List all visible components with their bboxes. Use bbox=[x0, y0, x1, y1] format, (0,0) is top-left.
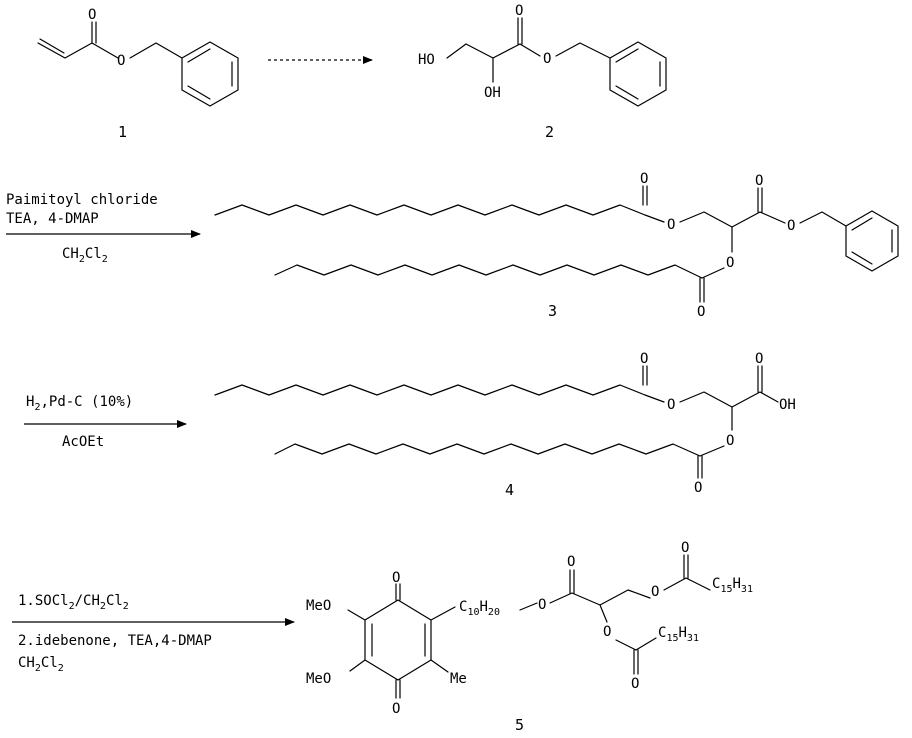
compound-number-3: 3 bbox=[548, 302, 557, 320]
carbonyl-oxygen-label: O bbox=[640, 351, 648, 367]
ester-oxygen-label: O bbox=[787, 218, 795, 234]
methoxy-label: MeO bbox=[306, 671, 331, 687]
solvent-dichloromethane: CH2Cl2 bbox=[62, 246, 108, 265]
compound-number-4: 4 bbox=[505, 481, 514, 499]
solvent-ethyl-acetate: AcOEt bbox=[62, 434, 104, 450]
compound-number-5: 5 bbox=[515, 716, 524, 734]
compound-1-benzyl-acrylate bbox=[37, 21, 239, 107]
decylene-chain-label: C10H20 bbox=[459, 599, 500, 618]
carbonyl-oxygen-label: O bbox=[755, 351, 763, 367]
carbonyl-oxygen-label: O bbox=[681, 540, 689, 556]
quinone-oxygen-label: O bbox=[392, 701, 400, 717]
ester-oxygen-label: O bbox=[651, 584, 659, 600]
methyl-label: Me bbox=[450, 671, 467, 687]
ester-oxygen-label: O bbox=[538, 597, 546, 613]
reagent-idebenone-coupling: 2.idebenone, TEA,4-DMAP bbox=[18, 633, 212, 649]
carbonyl-oxygen-label: O bbox=[88, 7, 96, 23]
carbonyl-oxygen-label: O bbox=[631, 676, 639, 692]
methoxy-label: MeO bbox=[306, 598, 331, 614]
compound-number-2: 2 bbox=[545, 123, 554, 141]
ester-oxygen-label: O bbox=[117, 53, 125, 69]
carboxylic-hydroxyl-label: OH bbox=[779, 397, 796, 413]
carbonyl-oxygen-label: O bbox=[640, 171, 648, 187]
palmitoyl-chain-label: C15H31 bbox=[658, 625, 699, 644]
carbonyl-oxygen-label: O bbox=[694, 480, 702, 496]
palmitoyl-chain-label: C15H31 bbox=[712, 576, 753, 595]
compound-5-idebenone-ester bbox=[347, 554, 711, 699]
carbonyl-oxygen-label: O bbox=[755, 173, 763, 189]
ester-oxygen-label: O bbox=[603, 624, 611, 640]
ester-oxygen-label: O bbox=[543, 51, 551, 67]
ester-oxygen-label: O bbox=[667, 217, 675, 233]
quinone-oxygen-label: O bbox=[392, 570, 400, 586]
compound-number-1: 1 bbox=[118, 123, 127, 141]
compound-4-dipalmitoyl-glyceric-acid bbox=[214, 365, 779, 479]
reagent-hydrogen-pd-c: H2,Pd-C (10%) bbox=[26, 394, 133, 413]
compound-3-dipalmitoyl-benzyl-ester bbox=[214, 185, 899, 303]
ester-oxygen-label: O bbox=[726, 433, 734, 449]
reagent-tea-dmap: TEA, 4-DMAP bbox=[6, 211, 99, 227]
reagent-palmitoyl-chloride: Paimitoyl chloride bbox=[6, 192, 158, 208]
carbonyl-oxygen-label: O bbox=[697, 304, 705, 320]
carbonyl-oxygen-label: O bbox=[515, 3, 523, 19]
hydroxyl-label-primary: HO bbox=[418, 52, 435, 68]
compound-2-benzyl-glycerate bbox=[446, 17, 667, 107]
carbonyl-oxygen-label: O bbox=[567, 554, 575, 570]
solvent-dichloromethane: CH2Cl2 bbox=[18, 655, 64, 674]
ester-oxygen-label: O bbox=[667, 397, 675, 413]
ester-oxygen-label: O bbox=[726, 255, 734, 271]
hydroxyl-label-secondary: OH bbox=[484, 85, 501, 101]
reagent-thionyl-chloride: 1.SOCl2/CH2Cl2 bbox=[18, 593, 129, 612]
